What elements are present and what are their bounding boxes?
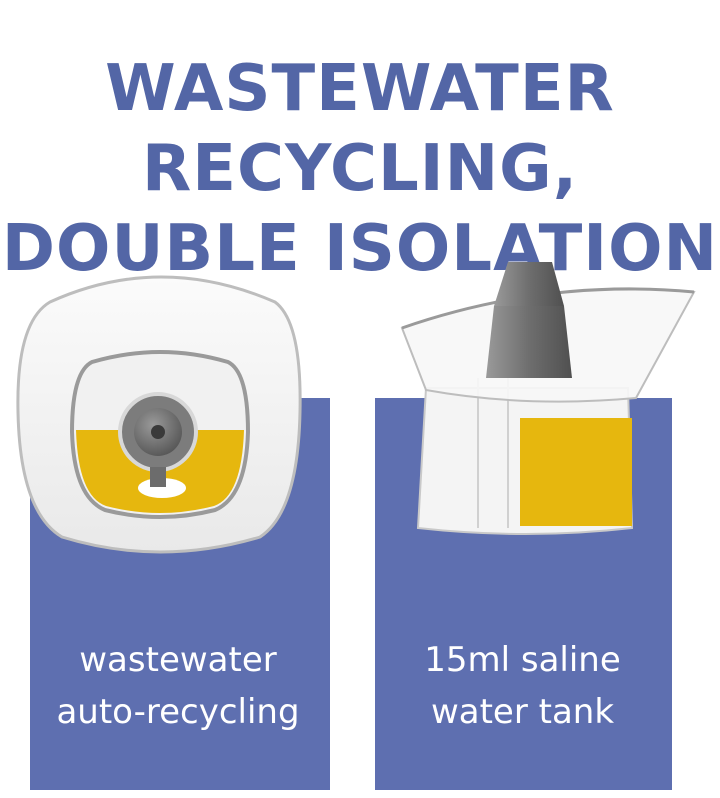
- headline-line-3: DOUBLE ISOLATION: [1, 211, 719, 286]
- wastewater-reservoir-illustration: [16, 275, 302, 554]
- feature-caption-saline-tank: 15ml saline water tank: [360, 634, 685, 738]
- feature-caption-wastewater-line-2: auto-recycling: [56, 692, 300, 732]
- headline: WASTEWATER RECYCLING, DOUBLE ISOLATION: [0, 49, 720, 289]
- headline-line-1: WASTEWATER: [105, 51, 615, 126]
- feature-caption-wastewater: wastewater auto-recycling: [18, 634, 338, 738]
- feature-caption-wastewater-line-1: wastewater: [79, 640, 277, 680]
- feature-caption-saline-tank-line-2: water tank: [430, 692, 615, 732]
- saline-tank-illustration: [400, 262, 696, 535]
- feature-caption-saline-tank-line-1: 15ml saline: [424, 640, 621, 680]
- headline-line-2: RECYCLING,: [142, 131, 578, 206]
